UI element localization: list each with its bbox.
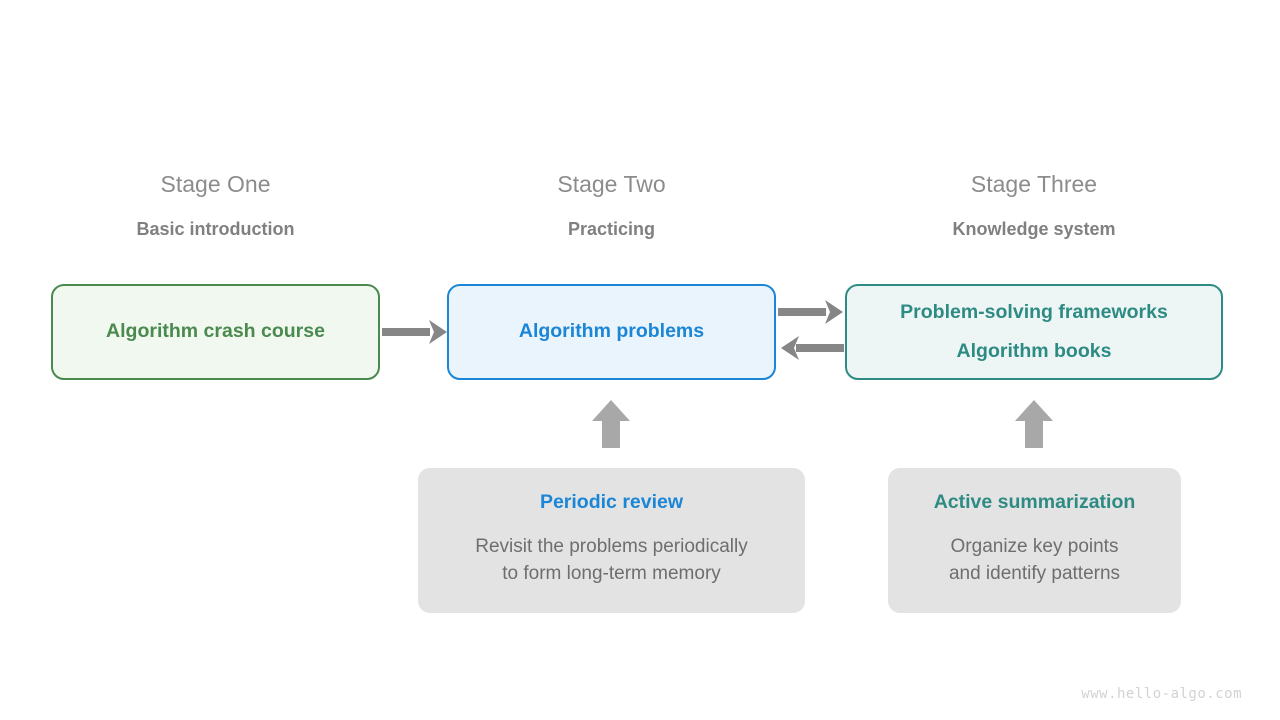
stage-box-algorithm-crash-course[interactable]: Algorithm crash course — [51, 284, 380, 380]
arrow-active-summarization-to-stage-three — [1015, 400, 1053, 448]
arrow-periodic-review-to-stage-two — [592, 400, 630, 448]
support-box-periodic-review-title: Periodic review — [539, 490, 684, 513]
stage-one-subtitle: Basic introduction — [136, 219, 295, 239]
stage-box-three-line-2: Algorithm books — [956, 339, 1112, 362]
stage-box-two-line-1: Algorithm problems — [518, 320, 705, 343]
stage-box-knowledge-system[interactable]: Problem-solving frameworks Algorithm boo… — [845, 284, 1223, 380]
support-box-active-summarization[interactable]: Active summarization Organize key points… — [888, 468, 1181, 613]
stage-box-three-line-1: Problem-solving frameworks — [900, 301, 1168, 323]
support-box-active-summarization-title: Active summarization — [933, 490, 1136, 513]
support-box-periodic-review-body: Revisit the problems periodically to for… — [475, 536, 748, 585]
stage-heading-two: Stage Two Practicing — [447, 171, 776, 239]
stage-two-title: Stage Two — [557, 171, 666, 197]
stage-heading-three: Stage Three Knowledge system — [845, 171, 1223, 239]
arrow-stage-two-to-stage-three — [778, 300, 843, 324]
stage-three-title: Stage Three — [970, 171, 1098, 197]
support-box-periodic-review[interactable]: Periodic review Revisit the problems per… — [418, 468, 805, 613]
stage-two-subtitle: Practicing — [567, 219, 656, 239]
stage-three-subtitle: Knowledge system — [952, 219, 1116, 239]
stage-one-title: Stage One — [160, 171, 271, 197]
arrow-stage-one-to-stage-two — [382, 320, 447, 344]
stage-heading-one: Stage One Basic introduction — [51, 171, 380, 239]
watermark: www.hello-algo.com — [1081, 686, 1242, 702]
arrow-stage-three-to-stage-two — [781, 336, 844, 360]
stage-box-one-line-1: Algorithm crash course — [106, 320, 325, 343]
support-box-active-summarization-body: Organize key points and identify pattern… — [948, 536, 1121, 585]
stage-box-algorithm-problems[interactable]: Algorithm problems — [447, 284, 776, 380]
